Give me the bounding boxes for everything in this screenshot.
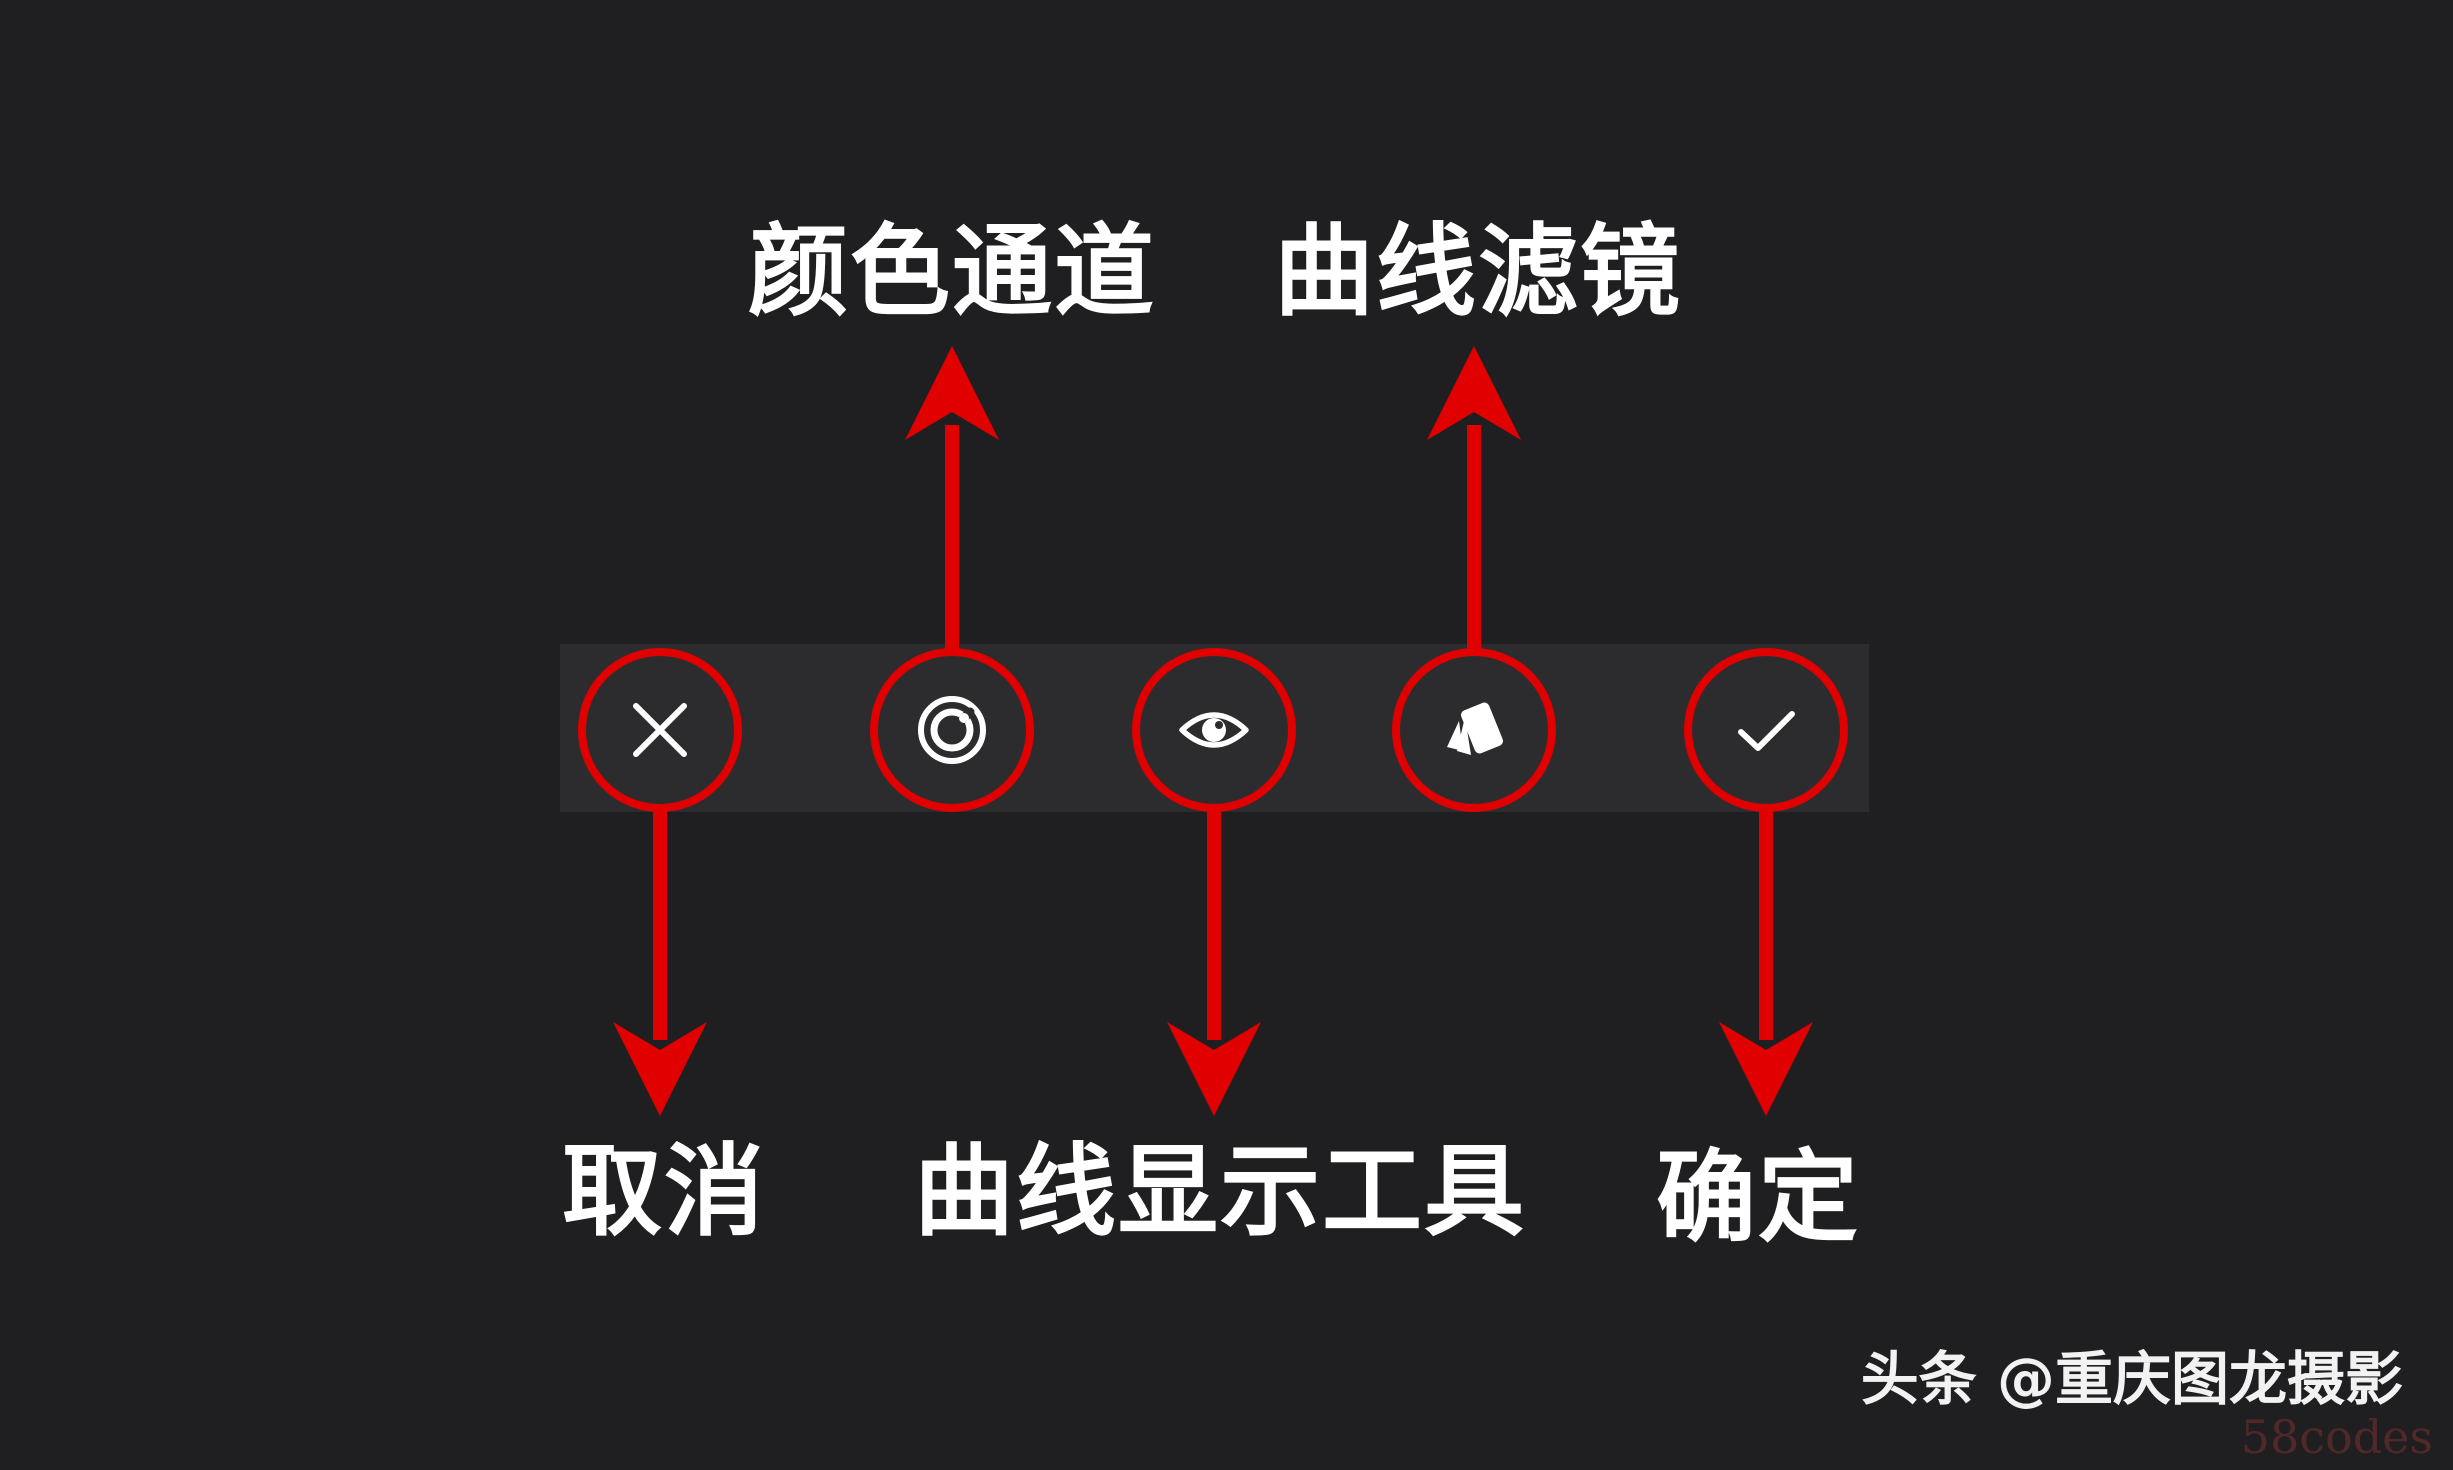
arrow-head-curve-filter	[1427, 346, 1521, 440]
callout-curve-filter: 曲线滤镜	[1274, 213, 1682, 330]
callout-color-channel: 颜色通道	[748, 213, 1156, 330]
color-channel-button[interactable]	[877, 655, 1027, 805]
callout-cancel: 取消	[562, 1133, 766, 1250]
check-icon	[1738, 711, 1795, 751]
curve-filter-button[interactable]	[1399, 655, 1549, 805]
arrow-head-curve-display	[1167, 1022, 1261, 1116]
callout-curve-display-tool: 曲线显示工具	[914, 1133, 1526, 1250]
curve-display-tool-button[interactable]	[1139, 655, 1289, 805]
confirm-button[interactable]	[1691, 655, 1841, 805]
cancel-button[interactable]	[585, 655, 735, 805]
close-icon	[633, 703, 687, 757]
arrow-head-confirm	[1719, 1022, 1813, 1116]
arrow-head-color-channel	[905, 346, 999, 440]
watermark: 头条 @重庆图龙摄影	[1860, 1345, 2403, 1413]
callout-confirm: 确定	[1656, 1139, 1860, 1256]
filter-cards-icon	[1447, 702, 1504, 755]
color-channel-icon	[918, 696, 986, 764]
arrow-head-cancel	[613, 1022, 707, 1116]
watermark-sub: 58codes	[2240, 1410, 2433, 1464]
eye-icon	[1179, 712, 1249, 748]
